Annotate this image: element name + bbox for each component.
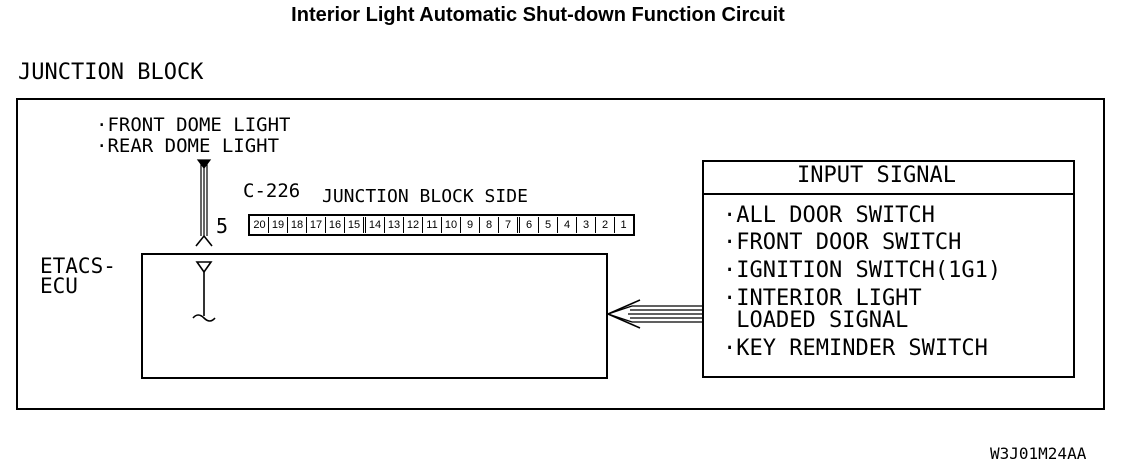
connector-pin: 4: [558, 217, 577, 233]
connector-pin: 20: [251, 217, 269, 233]
connector-pin: 18: [288, 217, 307, 233]
connector-pin: 19: [269, 217, 288, 233]
input-signal-box: [702, 160, 1075, 378]
light-item-rear-dome: ·REAR DOME LIGHT: [96, 135, 280, 157]
connector-pin: 2: [596, 217, 615, 233]
input-signal-arrow: [606, 299, 702, 329]
input-signal-item: ·IGNITION SWITCH(1G1): [723, 258, 1002, 283]
junction-block-frame: [16, 98, 1105, 410]
input-signal-divider: [703, 193, 1074, 195]
connector-pin: 17: [307, 217, 326, 233]
connector-pin: 5: [539, 217, 558, 233]
junction-block-label: JUNCTION BLOCK: [18, 60, 204, 85]
connector-side-label: JUNCTION BLOCK SIDE: [322, 186, 528, 207]
connector-pin: 7: [499, 217, 520, 233]
connector-pin: 11: [423, 217, 442, 233]
connector-pin: 9: [461, 217, 480, 233]
ecu-terminal-symbol: [192, 261, 216, 322]
light-harness: [195, 159, 213, 247]
connector-pin: 13: [385, 217, 404, 233]
connector-pin: 1: [620, 219, 627, 231]
pin-number-label: 5: [216, 214, 229, 238]
connector-c226: 20 19 18 17 16 15 14 13 12 11 10 9 8 7 6…: [248, 214, 635, 236]
light-item-front-dome: ·FRONT DOME LIGHT: [96, 114, 291, 136]
input-signal-item: LOADED SIGNAL: [723, 308, 909, 333]
input-signal-item: ·KEY REMINDER SWITCH: [723, 336, 988, 361]
input-signal-item: ·INTERIOR LIGHT: [723, 286, 922, 311]
figure-code: W3J01M24AA: [990, 444, 1087, 463]
connector-id: C-226: [243, 180, 301, 202]
connector-pin: 8: [480, 217, 499, 233]
etacs-ecu-box: [141, 253, 608, 379]
connector-pin: 3: [577, 217, 596, 233]
connector-pin: 15: [345, 217, 366, 233]
diagram-title: Interior Light Automatic Shut-down Funct…: [291, 4, 785, 26]
ecu-label-line1: ETACS-: [40, 254, 116, 278]
connector-pin: 6: [520, 217, 539, 233]
input-signal-item: ·ALL DOOR SWITCH: [723, 203, 935, 228]
connector-pin: 10: [442, 217, 461, 233]
connector-pin: 14: [366, 217, 385, 233]
input-signal-item: ·FRONT DOOR SWITCH: [723, 230, 962, 255]
connector-pin: 12: [404, 217, 423, 233]
connector-pin: 16: [326, 217, 345, 233]
ecu-label-line2: ECU: [40, 274, 78, 298]
input-signal-header: INPUT SIGNAL: [797, 163, 956, 188]
